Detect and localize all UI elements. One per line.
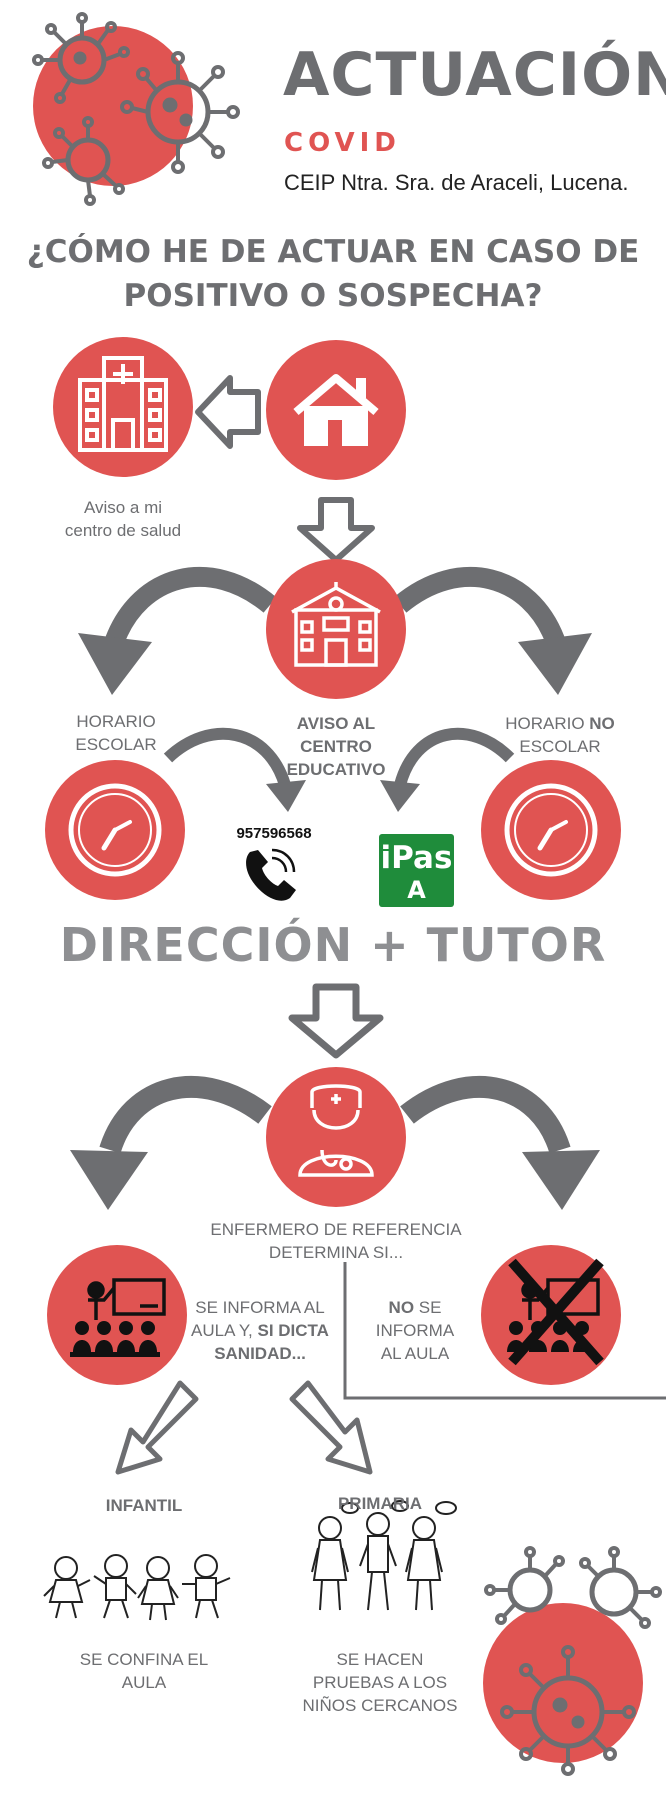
inform-line-2a: AULA Y, — [191, 1321, 258, 1340]
curved-arrow-to-phone-icon — [163, 727, 306, 812]
phone-icon — [246, 848, 296, 901]
school-icon — [266, 559, 406, 699]
school-hours-label: HORARIO ESCOLAR — [56, 710, 176, 756]
curved-arrow-nurse-left-icon — [70, 1076, 272, 1210]
no-inform-line-1a: NO — [388, 1298, 415, 1317]
arrow-down-icon — [297, 497, 375, 563]
health-center-line-2: centro de salud — [64, 521, 182, 540]
school-hours-line-1: HORARIO — [76, 712, 156, 731]
virus-header-icon — [32, 12, 240, 206]
page-title: ACTUACIÓN — [283, 40, 666, 110]
non-school-line-1b: NO — [589, 714, 615, 733]
curved-arrow-left-icon — [78, 567, 277, 695]
nurse-icon — [266, 1067, 406, 1207]
nurse-line-2: DETERMINA SI... — [268, 1243, 404, 1262]
page-subtitle: COVID — [284, 128, 401, 158]
clock-right-icon — [481, 760, 621, 900]
primaria-label: PRIMARIA — [337, 1494, 423, 1513]
infantil-result-line-1: SE CONFINA EL — [79, 1650, 209, 1669]
bracket-line — [343, 1262, 666, 1400]
infantil-label: INFANTIL — [105, 1496, 183, 1515]
primaria-result-line-3: NIÑOS CERCANOS — [302, 1696, 458, 1715]
hospital-icon — [53, 337, 193, 477]
inform-class-label: SE INFORMA AL AULA Y, SI DICTA SANIDAD..… — [190, 1296, 330, 1365]
question-line-2: POSITIVO O SOSPECHA? — [123, 278, 543, 314]
notice-line-3: EDUCATIVO — [286, 760, 386, 779]
arrow-down-big-icon — [288, 983, 384, 1059]
inform-line-2b: SI DICTA — [257, 1321, 329, 1340]
direction-tutor-heading: DIRECCIÓN + TUTOR — [59, 918, 607, 972]
ipasen-text-2: A — [407, 876, 426, 904]
school-hours-line-2: ESCOLAR — [75, 735, 157, 754]
ipasen-text-1: iPas — [380, 840, 453, 876]
question-line-1: ¿CÓMO HE DE ACTUAR EN CASO DE — [26, 234, 640, 270]
health-center-line-1: Aviso a mi — [83, 498, 163, 517]
main-question: ¿CÓMO HE DE ACTUAR EN CASO DE POSITIVO O… — [0, 230, 666, 318]
inform-line-3: SANIDAD... — [214, 1344, 306, 1363]
curved-arrow-nurse-right-icon — [400, 1076, 600, 1210]
inform-line-1: SE INFORMA AL — [195, 1298, 325, 1317]
clock-left-icon — [45, 760, 185, 900]
children-primaria-icon — [311, 1500, 457, 1611]
infantil-result-line-2: AULA — [121, 1673, 167, 1692]
classroom-crossed-icon — [481, 1245, 621, 1385]
infantil-result: SE CONFINA EL AULA — [54, 1648, 234, 1694]
ipasen-logo: iPas A — [379, 834, 454, 907]
curved-arrow-right-icon — [393, 567, 592, 695]
non-school-line-1a: HORARIO — [505, 714, 590, 733]
phone-number: 957596568 — [236, 825, 312, 842]
classroom-icon — [47, 1245, 187, 1385]
non-school-line-2: ESCOLAR — [519, 737, 601, 756]
virus-footer-icon — [483, 1546, 662, 1776]
children-infantil-icon — [43, 1554, 231, 1621]
arrow-left-icon — [195, 375, 261, 449]
arrow-diagonal-right-icon — [289, 1380, 373, 1475]
notice-line-2: CENTRO — [300, 737, 372, 756]
non-school-hours-label: HORARIO NO ESCOLAR — [480, 712, 640, 758]
primaria-result-line-2: PRUEBAS A LOS — [312, 1673, 448, 1692]
house-icon — [266, 340, 406, 480]
notice-school-label: AVISO AL CENTRO EDUCATIVO — [276, 712, 396, 781]
no-inform-line-2: AL AULA — [380, 1344, 450, 1363]
nurse-label: ENFERMERO DE REFERENCIA DETERMINA SI... — [200, 1218, 472, 1264]
primaria-result: SE HACEN PRUEBAS A LOS NIÑOS CERCANOS — [290, 1648, 470, 1717]
no-inform-line-1b: SE INFORMA — [375, 1298, 455, 1340]
no-inform-class-label: NO SE INFORMA AL AULA — [350, 1296, 480, 1365]
nurse-line-1: ENFERMERO DE REFERENCIA — [210, 1220, 462, 1239]
primaria-result-line-1: SE HACEN — [336, 1650, 424, 1669]
health-center-label: Aviso a mi centro de salud — [48, 496, 198, 542]
school-name: CEIP Ntra. Sra. de Araceli, Lucena. — [284, 170, 629, 195]
notice-line-1: AVISO AL — [296, 714, 376, 733]
arrow-diagonal-left-icon — [115, 1380, 199, 1475]
curved-arrow-to-ipasen-icon — [380, 727, 515, 812]
